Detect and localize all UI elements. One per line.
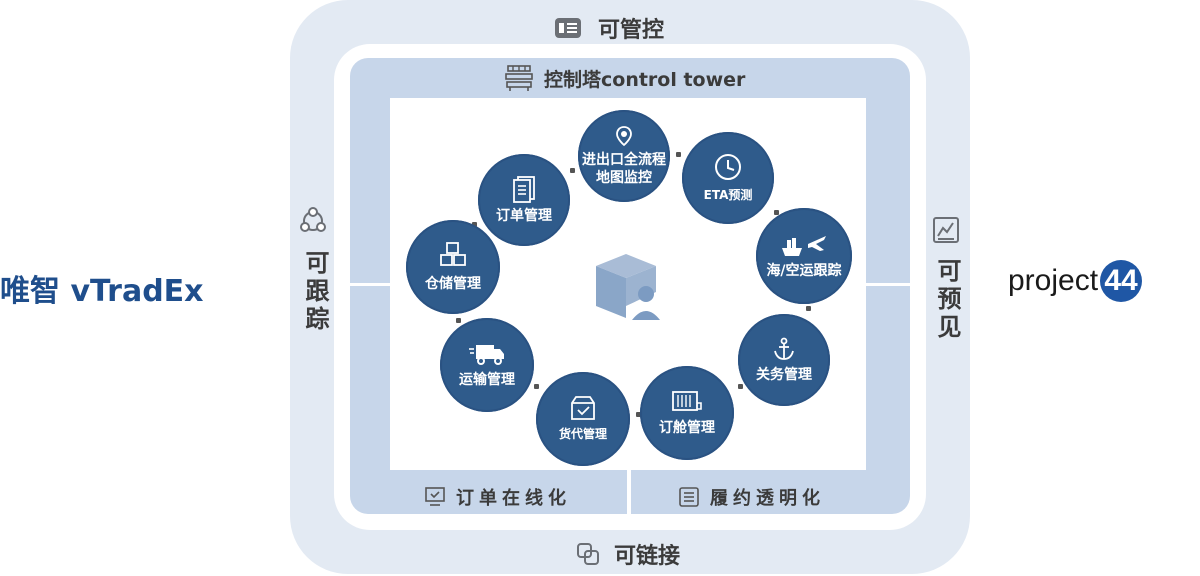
right-band-divider xyxy=(866,283,910,286)
bottom-label-group: 可链接 xyxy=(576,538,680,570)
tower-title: 控制塔control tower xyxy=(544,68,746,91)
connector-dot xyxy=(676,152,681,157)
tower-title-group: 控制塔control tower xyxy=(504,64,745,92)
left-label: 可跟踪 xyxy=(301,250,329,334)
project44-logo-text: project xyxy=(1008,264,1099,297)
bottom-band-divider xyxy=(627,470,631,514)
connector-dot xyxy=(456,318,461,323)
module-customs-management-label: 关务管理 xyxy=(756,367,812,383)
connector-dot xyxy=(534,384,539,389)
truck-icon xyxy=(469,345,504,365)
top-label: 可管控 xyxy=(598,18,665,43)
monitor-check-icon xyxy=(425,487,445,506)
connector-dot xyxy=(774,210,779,215)
map-pin-icon xyxy=(616,126,632,147)
module-warehouse-management: 仓储管理 xyxy=(406,220,500,314)
module-transport-management-label: 运输管理 xyxy=(459,372,515,388)
subtab-order-online-label: 订单在线化 xyxy=(456,488,571,509)
module-forwarder-management: 货代管理 xyxy=(536,372,630,466)
container-icon xyxy=(672,391,702,411)
module-forwarder-management-label: 货代管理 xyxy=(558,427,607,441)
module-eta-prediction: ETA预测 xyxy=(682,132,774,224)
connector-dot xyxy=(806,306,811,311)
module-map-monitoring-line1: 进出口全流程 xyxy=(582,152,666,168)
bottom-label: 可链接 xyxy=(614,544,681,569)
module-warehouse-management-label: 仓储管理 xyxy=(425,276,481,292)
module-customs-management: 关务管理 xyxy=(738,314,830,406)
module-transport-management: 运输管理 xyxy=(440,318,534,412)
module-booking-management-label: 订舱管理 xyxy=(659,420,715,436)
vtradex-logo: 唯智 vTradEx xyxy=(0,274,204,309)
clock-icon xyxy=(715,154,741,180)
link-squares-icon xyxy=(577,543,599,565)
anchor-icon xyxy=(774,337,794,360)
module-map-monitoring: 进出口全流程 地图监控 xyxy=(578,110,670,202)
connector-dot xyxy=(636,412,641,417)
left-band-divider xyxy=(350,283,390,286)
subtab-order-online: 订单在线化 xyxy=(424,484,571,510)
module-sea-air-tracking-label: 海/空运跟踪 xyxy=(766,263,842,279)
subtab-fulfillment-transparency-label: 履约透明化 xyxy=(710,488,825,509)
box-check-icon xyxy=(571,396,595,420)
top-label-group: 可管控 xyxy=(554,12,664,44)
module-booking-management: 订舱管理 xyxy=(640,366,734,460)
subtab-fulfillment-transparency: 履约透明化 xyxy=(678,484,825,510)
network-icon xyxy=(300,207,326,232)
module-order-management-label: 订单管理 xyxy=(496,208,552,224)
module-order-management: 订单管理 xyxy=(478,154,570,246)
connector-dot xyxy=(570,168,575,173)
list-doc-icon xyxy=(679,487,699,507)
ship-plane-icon xyxy=(782,236,826,256)
center-box-person-icon xyxy=(596,254,660,320)
project44-logo-badge: 44 xyxy=(1100,260,1143,302)
control-tower-icon xyxy=(505,65,533,91)
control-panel-icon xyxy=(555,18,581,38)
connector-dot xyxy=(738,384,743,389)
module-map-monitoring-line2: 地图监控 xyxy=(596,170,652,186)
right-label: 可预见 xyxy=(933,258,961,342)
module-sea-air-tracking: 海/空运跟踪 xyxy=(756,208,852,304)
cubes-icon xyxy=(440,242,466,266)
module-eta-prediction-label: ETA预测 xyxy=(703,188,753,202)
document-icon xyxy=(513,176,535,203)
chart-monitor-icon xyxy=(933,217,959,243)
